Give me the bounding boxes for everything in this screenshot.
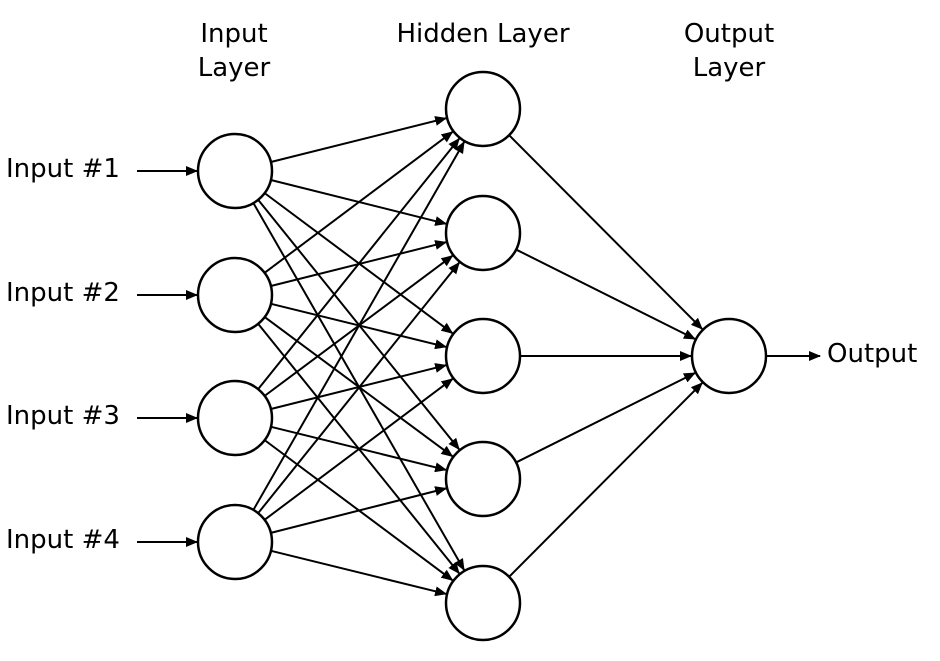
edge-hidden-1-output-1 <box>508 134 703 330</box>
edge-input-4-hidden-1 <box>252 141 465 511</box>
hidden-node-1 <box>444 70 522 148</box>
edge-hidden-5-output-1 <box>508 382 703 578</box>
edge-input-1-hidden-1 <box>270 116 448 163</box>
output-layer-title-line1: Output <box>683 19 775 49</box>
output-layer-title-line2: Layer <box>692 52 766 83</box>
hidden-node-5 <box>444 564 522 642</box>
hidden-node-4 <box>444 440 522 518</box>
edge-input-4-hidden-2 <box>257 261 460 514</box>
input-node-4 <box>196 503 274 581</box>
input-label-1: Input #1 <box>6 154 120 184</box>
hidden-layer-title: Hidden Layer <box>396 18 569 52</box>
edge-hidden-2-output-1 <box>515 248 696 340</box>
input-label-3: Input #3 <box>6 401 120 431</box>
input-node-2 <box>196 256 274 334</box>
input-label-2: Input #2 <box>6 278 120 308</box>
input-node-3 <box>196 379 274 457</box>
connection-edges <box>137 116 821 597</box>
input-label-4: Input #4 <box>6 525 120 555</box>
edge-input-2-hidden-1 <box>264 131 454 274</box>
hidden-layer-title-text: Hidden Layer <box>396 19 570 49</box>
input-layer-title: Input Layer <box>198 18 271 86</box>
edge-input-4-hidden-5 <box>270 549 448 597</box>
output-layer-title: Output Layer <box>684 18 774 86</box>
output-label: Output <box>827 339 918 369</box>
input-node-1 <box>196 132 274 210</box>
edge-input-4-hidden-4 <box>270 486 448 534</box>
input-layer-title-line2: Layer <box>197 52 271 83</box>
network-nodes <box>196 70 768 642</box>
edge-hidden-4-output-1 <box>515 372 696 464</box>
input-layer-title-line1: Input <box>200 19 268 49</box>
edge-input-3-hidden-1 <box>257 137 460 390</box>
hidden-node-2 <box>444 194 522 272</box>
output-node-1 <box>690 317 768 395</box>
edge-input-4-hidden-3 <box>264 377 454 521</box>
hidden-node-3 <box>444 317 522 395</box>
